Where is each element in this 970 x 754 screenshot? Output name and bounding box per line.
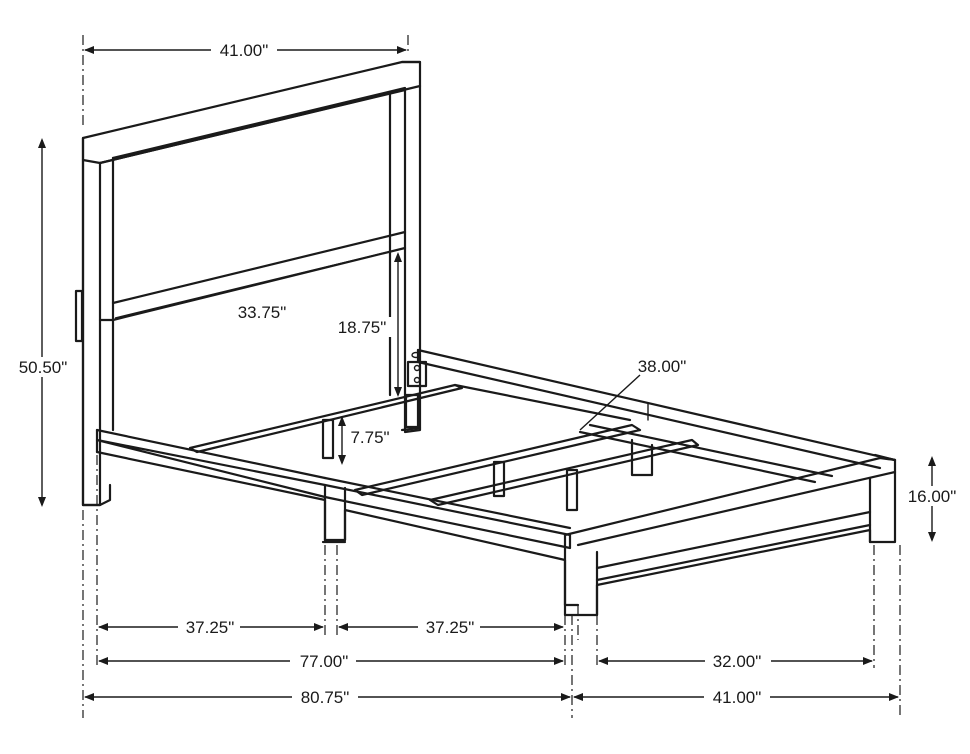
side-rail-left [95,428,580,607]
center-legs [321,393,654,512]
bed-drawing [74,60,897,617]
label-slat-support-height: 7.75" [350,428,389,447]
headboard [74,60,422,507]
label-footboard-inner-width: 32.00" [713,652,762,671]
label-headboard-width: 41.00" [220,41,269,60]
extension-lines [82,35,901,718]
center-rails [188,383,834,507]
label-frame-width: 38.00" [638,357,687,376]
dimension-labels: 41.00" 50.50" 33.75" 18.75" 38.00" 7.75"… [12,40,962,707]
label-rail-half-left: 37.25" [186,618,235,637]
label-rail-length: 77.00" [300,652,349,671]
label-footboard-height: 16.00" [908,487,957,506]
label-overall-height: 50.50" [19,358,68,377]
label-overall-length: 80.75" [301,688,350,707]
label-overall-width: 41.00" [713,688,762,707]
rail-bracket [406,351,428,388]
label-rail-half-right: 37.25" [426,618,475,637]
footboard [563,453,897,617]
label-headboard-panel-height: 18.75" [338,318,387,337]
label-headboard-panel-width: 33.75" [238,303,287,322]
